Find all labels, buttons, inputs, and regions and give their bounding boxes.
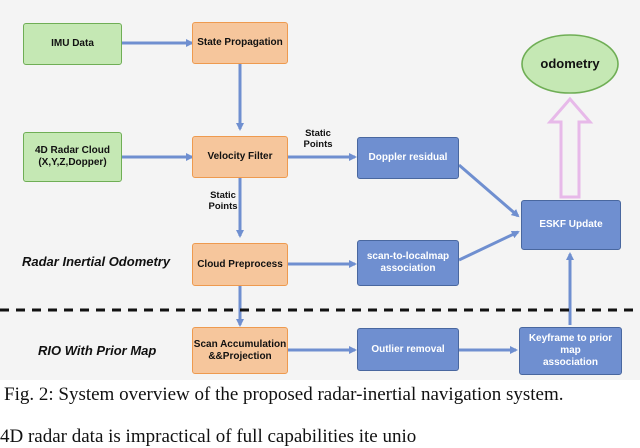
scan-to-localmap-label: scan-to-localmap association bbox=[366, 251, 450, 274]
static-points-label-2: Static Points bbox=[208, 190, 238, 212]
cloud-preprocess-node: Cloud Preprocess bbox=[192, 243, 288, 286]
keyframe-prior-map-node: Keyframe to prior map association bbox=[519, 327, 622, 375]
odometry-label: odometry bbox=[540, 56, 600, 71]
eskf-update-label: ESKF Update bbox=[539, 219, 603, 230]
imu-data-node: IMU Data bbox=[23, 23, 122, 65]
scan-accumulation-label: Scan Accumulation &&Projection bbox=[193, 338, 287, 362]
figure-caption: Fig. 2: System overview of the proposed … bbox=[4, 384, 564, 405]
arrow-doppler-to-eskf bbox=[458, 163, 520, 218]
outlier-removal-label: Outlier removal bbox=[371, 343, 445, 355]
body-text-fragment: 4D radar data is impractical of full cap… bbox=[0, 426, 417, 447]
odometry-node bbox=[521, 34, 619, 94]
doppler-residual-node: Doppler residual bbox=[357, 137, 459, 179]
velocity-filter-label: Velocity Filter bbox=[207, 151, 273, 162]
scan-to-localmap-node: scan-to-localmap association bbox=[357, 240, 459, 286]
cloud-preprocess-label: Cloud Preprocess bbox=[197, 258, 283, 270]
eskf-update-node: ESKF Update bbox=[521, 200, 621, 250]
velocity-filter-node: Velocity Filter bbox=[192, 136, 288, 178]
radar-cloud-label: 4D Radar Cloud (X,Y,Z,Dopper) bbox=[34, 145, 110, 168]
rio-prior-map-section-label: RIO With Prior Map bbox=[38, 343, 157, 358]
radar-cloud-node: 4D Radar Cloud (X,Y,Z,Dopper) bbox=[23, 132, 122, 182]
outlier-removal-node: Outlier removal bbox=[357, 328, 459, 371]
imu-data-label: IMU Data bbox=[51, 38, 94, 49]
arrow-scan2map-to-eskf bbox=[458, 230, 520, 262]
static-points-label-1: Static Points bbox=[303, 128, 333, 150]
state-propagation-node: State Propagation bbox=[192, 22, 288, 64]
doppler-residual-label: Doppler residual bbox=[368, 152, 448, 163]
odometry-label-box: odometry bbox=[522, 50, 618, 78]
radar-inertial-odometry-section-label: Radar Inertial Odometry bbox=[22, 254, 171, 269]
keyframe-prior-map-label: Keyframe to prior map association bbox=[528, 333, 613, 368]
arrow-eskf-to-odometry bbox=[546, 96, 594, 199]
scan-accumulation-node: Scan Accumulation &&Projection bbox=[192, 327, 288, 374]
state-propagation-label: State Propagation bbox=[197, 37, 283, 48]
